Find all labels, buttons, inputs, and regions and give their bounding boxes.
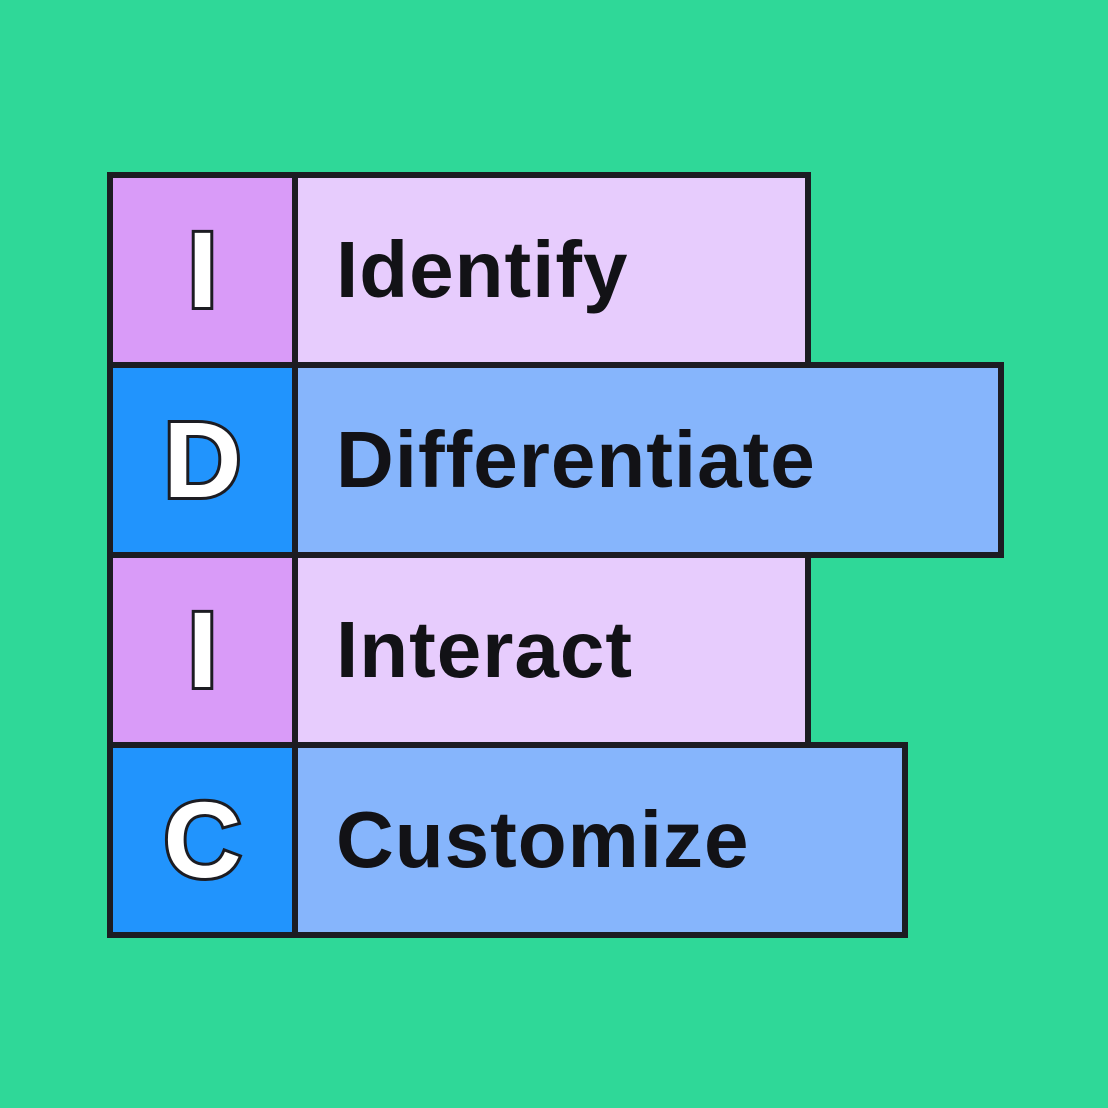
letter-cell-i-2: I <box>113 558 298 742</box>
word-interact: Interact <box>336 605 633 694</box>
word-differentiate: Differentiate <box>336 415 816 504</box>
letter-d: D <box>161 399 245 520</box>
word-customize: Customize <box>336 795 750 884</box>
letter-cell-i-1: I <box>113 178 298 362</box>
word-identify: Identify <box>336 225 629 314</box>
word-cell-customize: Customize <box>298 748 902 932</box>
row-customize: C Customize <box>107 742 908 938</box>
letter-cell-c: C <box>113 748 298 932</box>
row-interact: I Interact <box>107 552 811 748</box>
word-cell-identify: Identify <box>298 178 805 362</box>
letter-i-1: I <box>184 209 220 330</box>
row-differentiate: D Differentiate <box>107 362 1004 558</box>
letter-i-2: I <box>184 589 220 710</box>
letter-cell-d: D <box>113 368 298 552</box>
row-identify: I Identify <box>107 172 811 368</box>
letter-c: C <box>161 779 245 900</box>
word-cell-interact: Interact <box>298 558 805 742</box>
word-cell-differentiate: Differentiate <box>298 368 998 552</box>
